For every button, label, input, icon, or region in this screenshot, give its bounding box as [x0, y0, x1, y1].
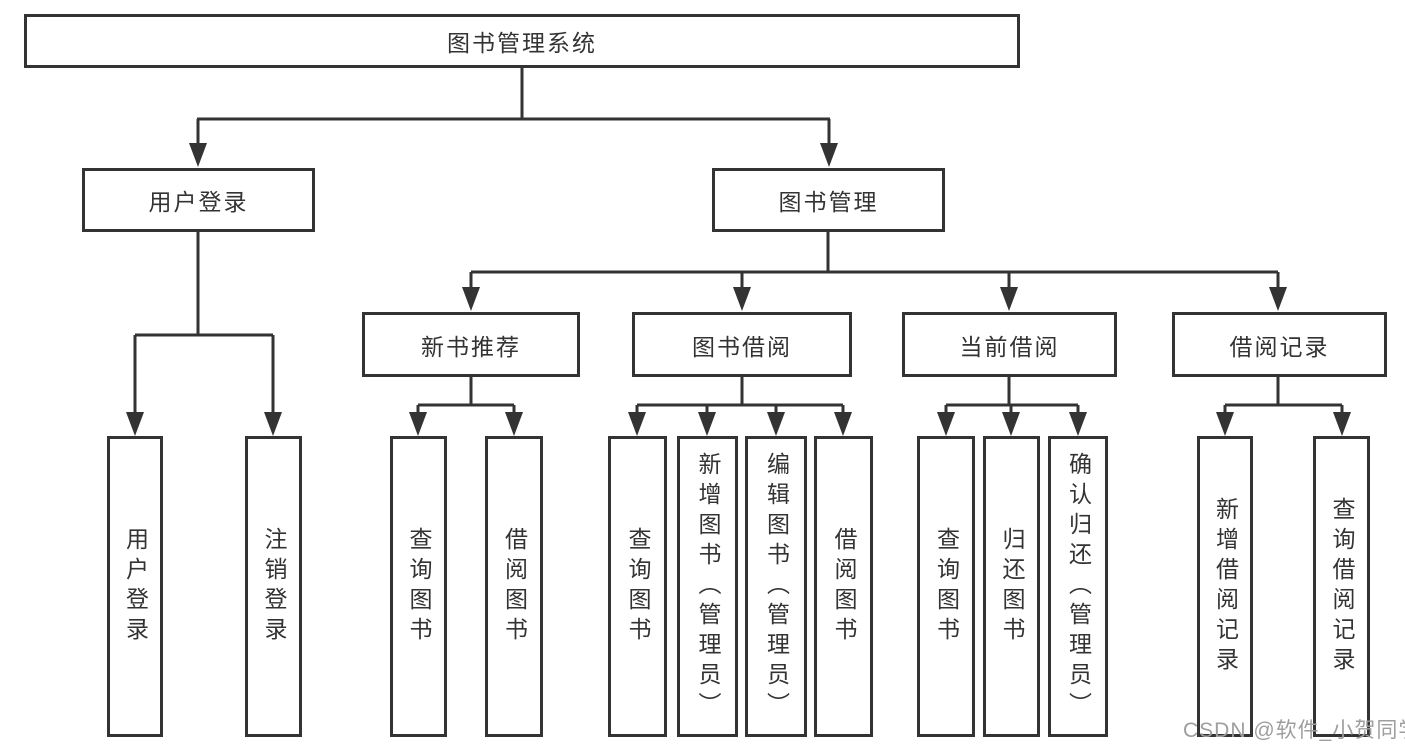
node-label: 当前借阅 [959, 333, 1060, 360]
leaf-confirm-return-admin: 确认归还（管理员） [1048, 436, 1108, 737]
node-label: 借阅图书 [501, 526, 528, 647]
node-label: 图书借阅 [692, 333, 792, 360]
node-label: 新增图书（管理员） [695, 451, 721, 722]
leaf-borrow-books-recommend: 借阅图书 [485, 436, 543, 737]
node-label: 归还图书 [999, 526, 1025, 647]
node-book-management: 图书管理 [712, 168, 945, 232]
node-label: 编辑图书（管理员） [763, 451, 790, 722]
node-current-borrowing: 当前借阅 [902, 312, 1117, 377]
leaf-query-books-recommend: 查询图书 [390, 436, 447, 737]
leaf-logout: 注销登录 [245, 436, 302, 737]
node-label: 新增借阅记录 [1212, 496, 1239, 677]
node-label: 确认归还（管理员） [1065, 451, 1092, 722]
node-label: 注销登录 [261, 526, 287, 647]
node-user-login: 用户登录 [82, 168, 315, 232]
node-label: 查询图书 [406, 526, 432, 647]
node-library-management-system: 图书管理系统 [24, 14, 1020, 68]
node-borrowing-records: 借阅记录 [1172, 312, 1387, 377]
node-label: 新书推荐 [421, 333, 521, 360]
leaf-query-books-borrowing: 查询图书 [608, 436, 667, 737]
node-label: 图书管理 [778, 189, 879, 215]
leaf-add-books-admin: 新增图书（管理员） [677, 436, 738, 737]
node-label: 查询借阅记录 [1329, 496, 1355, 677]
leaf-borrow-books: 借阅图书 [814, 436, 873, 737]
node-book-borrowing: 图书借阅 [632, 312, 852, 377]
node-label: 图书管理系统 [447, 30, 597, 56]
node-label: 用户登录 [122, 526, 149, 647]
leaf-query-borrow-record: 查询借阅记录 [1313, 436, 1370, 737]
node-label: 借阅记录 [1229, 333, 1330, 360]
node-label: 查询图书 [625, 526, 651, 647]
node-new-book-recommendation: 新书推荐 [362, 312, 580, 377]
leaf-user-login: 用户登录 [107, 436, 163, 737]
csdn-watermark: CSDN @软件_小贺同学 [1183, 719, 1405, 742]
leaf-return-books: 归还图书 [983, 436, 1040, 737]
arrowheads [126, 143, 1351, 436]
leaf-add-borrow-record: 新增借阅记录 [1197, 436, 1253, 737]
node-label: 用户登录 [148, 189, 249, 215]
leaf-edit-books-admin: 编辑图书（管理员） [745, 436, 807, 737]
leaf-query-books-current: 查询图书 [917, 436, 975, 737]
node-label: 借阅图书 [831, 526, 857, 647]
node-label: 查询图书 [933, 526, 960, 647]
